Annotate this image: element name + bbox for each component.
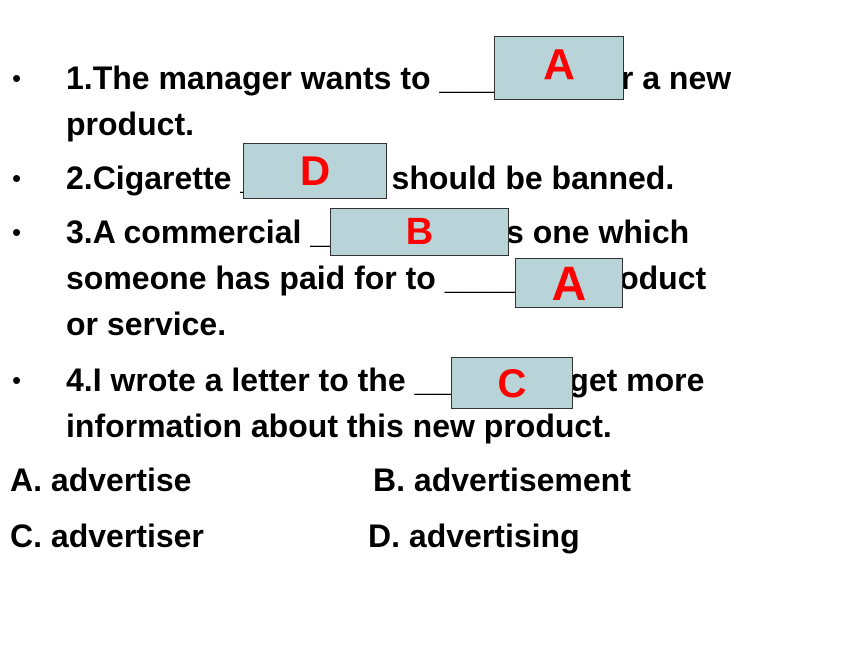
bullet: • — [12, 63, 22, 93]
question-4-line-2: information about this new product. — [66, 408, 612, 444]
option-b: B. advertisement — [373, 462, 631, 498]
answer-box-q4[interactable]: C — [451, 357, 573, 409]
option-d: D. advertising — [368, 518, 580, 554]
answer-box-q3-second[interactable]: A — [515, 258, 623, 309]
option-a: A. advertise — [10, 462, 192, 498]
question-1-line-2: product. — [66, 106, 194, 142]
question-3-line-3: or service. — [66, 306, 227, 342]
question-1-line-1: 1.The manager wants to ________ for a ne… — [66, 60, 732, 96]
bullet: • — [12, 217, 22, 247]
bullet: • — [12, 365, 22, 395]
question-4-line-1: 4.I wrote a letter to the ______ to get … — [66, 362, 705, 398]
answer-box-q3-first[interactable]: B — [330, 208, 509, 256]
bullet: • — [12, 163, 22, 193]
option-c: C. advertiser — [10, 518, 204, 554]
answer-box-q1[interactable]: A — [494, 36, 624, 100]
answer-box-q2[interactable]: D — [243, 143, 387, 199]
